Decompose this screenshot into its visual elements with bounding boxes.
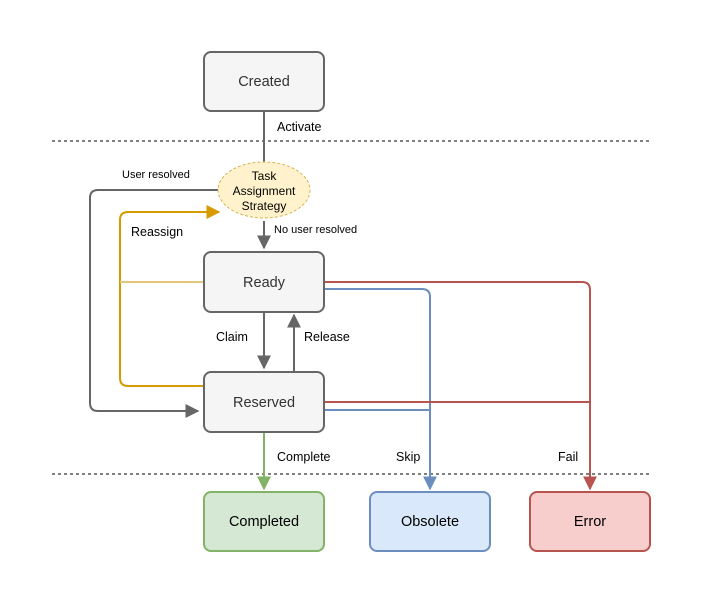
state-reserved-label: Reserved (233, 395, 295, 411)
edge-fail-ready (324, 281, 597, 491)
state-completed[interactable]: Completed (203, 491, 325, 552)
state-error-label: Error (574, 514, 606, 530)
state-error[interactable]: Error (529, 491, 651, 552)
edge-reassign (119, 205, 221, 387)
state-ready[interactable]: Ready (203, 251, 325, 313)
state-reserved[interactable]: Reserved (203, 371, 325, 433)
state-created[interactable]: Created (203, 51, 325, 112)
label-activate: Activate (277, 120, 322, 134)
edge-user-resolved (89, 189, 220, 418)
state-ready-label: Ready (243, 275, 286, 291)
strategy-label-line2: Assignment (233, 184, 296, 198)
label-complete: Complete (277, 450, 331, 464)
edge-skip-ready (324, 288, 437, 491)
label-release: Release (304, 330, 350, 344)
state-created-label: Created (238, 74, 290, 90)
state-completed-label: Completed (229, 514, 299, 530)
label-skip: Skip (396, 450, 420, 464)
label-no-user-resolved: No user resolved (274, 224, 357, 236)
strategy-label-line1: Task (252, 169, 278, 183)
label-fail: Fail (558, 450, 578, 464)
state-obsolete[interactable]: Obsolete (369, 491, 491, 552)
strategy-label-line3: Strategy (242, 199, 287, 213)
label-reassign: Reassign (131, 225, 183, 239)
task-assignment-strategy[interactable]: Task Assignment Strategy (217, 161, 311, 219)
label-user-resolved: User resolved (122, 169, 190, 181)
label-claim: Claim (216, 330, 248, 344)
state-obsolete-label: Obsolete (401, 514, 459, 530)
